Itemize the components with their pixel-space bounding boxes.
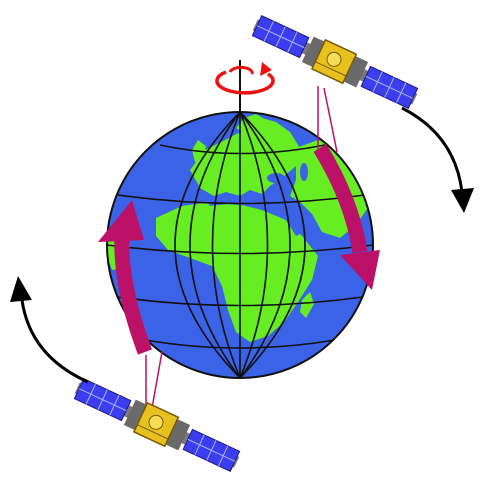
orbit-arrow-left-curved-arrow-up-icon: [10, 276, 89, 384]
longitude-lines: [174, 112, 306, 378]
ground-track-left-arrow-up-icon: [98, 200, 153, 355]
caspian-sea: [300, 163, 308, 181]
satellite-bottom-icon: [70, 373, 243, 476]
black-sea: [267, 173, 285, 183]
sensor-beams: [145, 86, 338, 410]
africa-landmass: [156, 202, 318, 342]
counterclockwise-rotation-icon: [215, 62, 275, 95]
orbit-arrow-right-curved-arrow-down-icon: [401, 106, 474, 213]
rotation-indicator: [215, 60, 275, 112]
satellite-top-icon: [248, 10, 421, 113]
red-sea: [282, 212, 300, 236]
madagascar-landmass: [300, 292, 314, 318]
ground-track-right-arrow-down-icon: [313, 144, 380, 290]
mediterranean-sea: [206, 194, 278, 210]
